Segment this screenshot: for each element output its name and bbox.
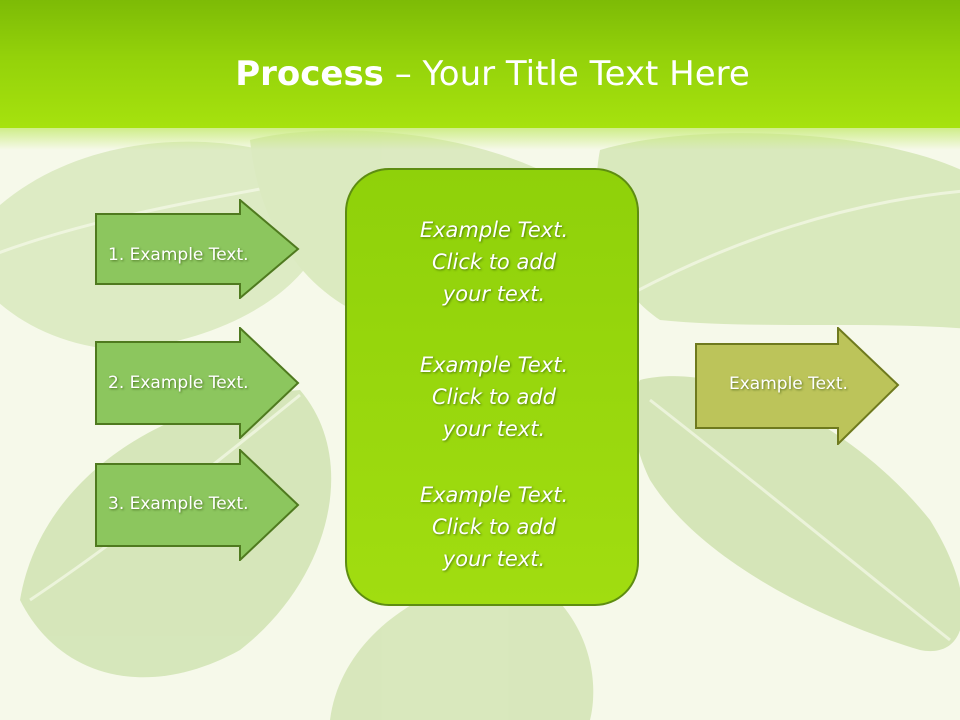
slide-title[interactable]: Process – Your Title Text Here <box>0 52 960 96</box>
center-block-3-line3: your text. <box>442 547 546 571</box>
center-block-1: Example Text. Click to add your text. <box>347 214 641 310</box>
title-bar-fade <box>0 128 960 150</box>
right-arrow[interactable] <box>695 327 900 445</box>
center-block-2-line3: your text. <box>442 417 546 441</box>
center-block-2: Example Text. Click to add your text. <box>347 349 641 445</box>
left-arrow-3-label: 3. Example Text. <box>108 494 249 514</box>
title-rest: – Your Title Text Here <box>383 54 750 94</box>
center-text-box[interactable]: Example Text. Click to add your text. Ex… <box>345 168 639 606</box>
left-arrow-1[interactable] <box>95 199 300 299</box>
right-arrow-label: Example Text. <box>729 374 848 394</box>
center-block-2-line1: Example Text. <box>419 353 569 377</box>
center-block-1-line3: your text. <box>442 282 546 306</box>
left-arrow-1-label: 1. Example Text. <box>108 245 249 265</box>
center-block-2-line2: Click to add <box>431 385 556 409</box>
title-bar <box>0 0 960 128</box>
left-arrow-2[interactable] <box>95 327 300 439</box>
left-arrow-3[interactable] <box>95 449 300 561</box>
center-block-3: Example Text. Click to add your text. <box>347 479 641 575</box>
center-block-3-line2: Click to add <box>431 515 556 539</box>
left-arrow-2-label: 2. Example Text. <box>108 373 249 393</box>
center-block-3-line1: Example Text. <box>419 483 569 507</box>
title-bold: Process <box>235 54 384 94</box>
center-block-1-line1: Example Text. <box>419 218 569 242</box>
center-block-1-line2: Click to add <box>431 250 556 274</box>
